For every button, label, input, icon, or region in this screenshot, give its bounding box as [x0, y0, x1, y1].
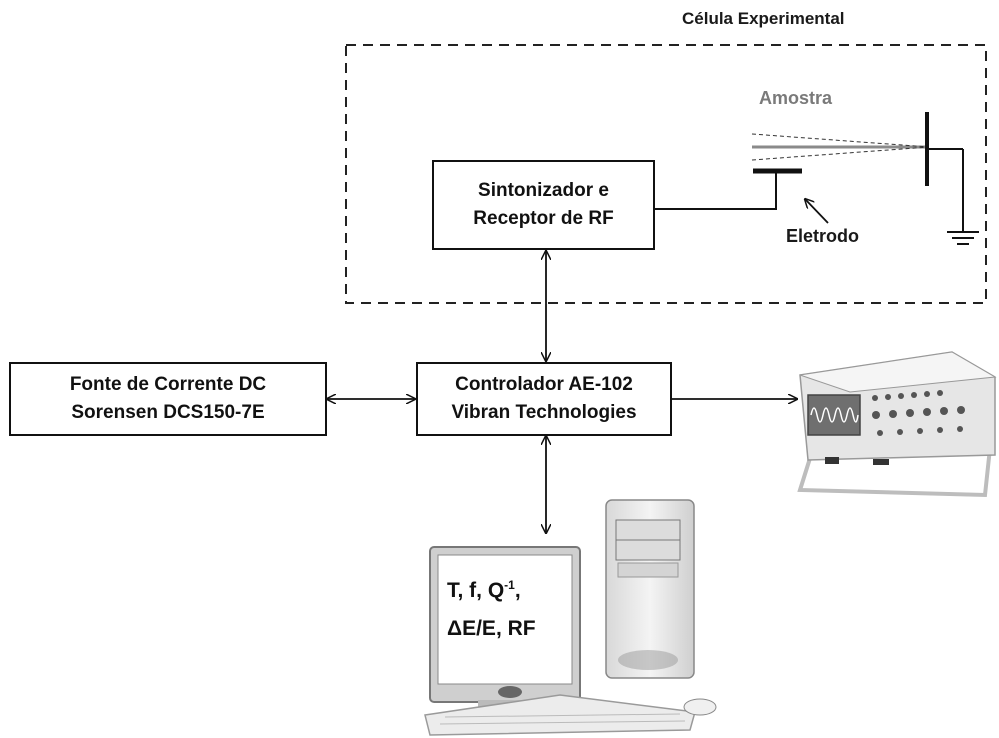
tuner-line-2: Receptor de RF — [473, 208, 614, 229]
tuner-line-1: Sintonizador e — [478, 180, 609, 202]
vibration-envelope-upper — [751, 133, 930, 148]
mouse — [683, 698, 717, 716]
screen-line-2: ΔE/E, RF — [447, 616, 536, 640]
controller-line-1: Controlador AE-102 — [455, 374, 633, 396]
electrode-pointer-arrow — [805, 199, 829, 224]
power-supply-box: Fonte de Corrente DC Sorensen DCS150-7E — [9, 362, 327, 436]
screen-line-1: T, f, Q-1, — [447, 578, 521, 602]
experimental-cell-title: Célula Experimental — [682, 9, 845, 28]
monitor-screen — [437, 554, 573, 685]
sample-assembly — [751, 112, 964, 232]
tuner-receiver-box: Sintonizador e Receptor de RF — [432, 160, 655, 250]
controller-line-2: Vibran Technologies — [451, 402, 637, 423]
sample-label: Amostra — [759, 88, 833, 108]
power-supply-line-1: Fonte de Corrente DC — [69, 374, 267, 396]
electrode-label: Eletrodo — [786, 226, 860, 246]
computer-screen-text: T, f, Q-1, ΔE/E, RF — [447, 572, 536, 648]
experimental-cell-boundary — [345, 44, 987, 304]
computer-icon — [424, 499, 717, 736]
controller-box: Controlador AE-102 Vibran Technologies — [416, 362, 672, 436]
ground-icon — [947, 231, 979, 245]
power-supply-line-2: Sorensen DCS150-7E — [71, 402, 265, 423]
electrode — [654, 168, 829, 224]
vibration-envelope-lower — [751, 146, 930, 161]
oscilloscope-icon — [797, 351, 997, 498]
